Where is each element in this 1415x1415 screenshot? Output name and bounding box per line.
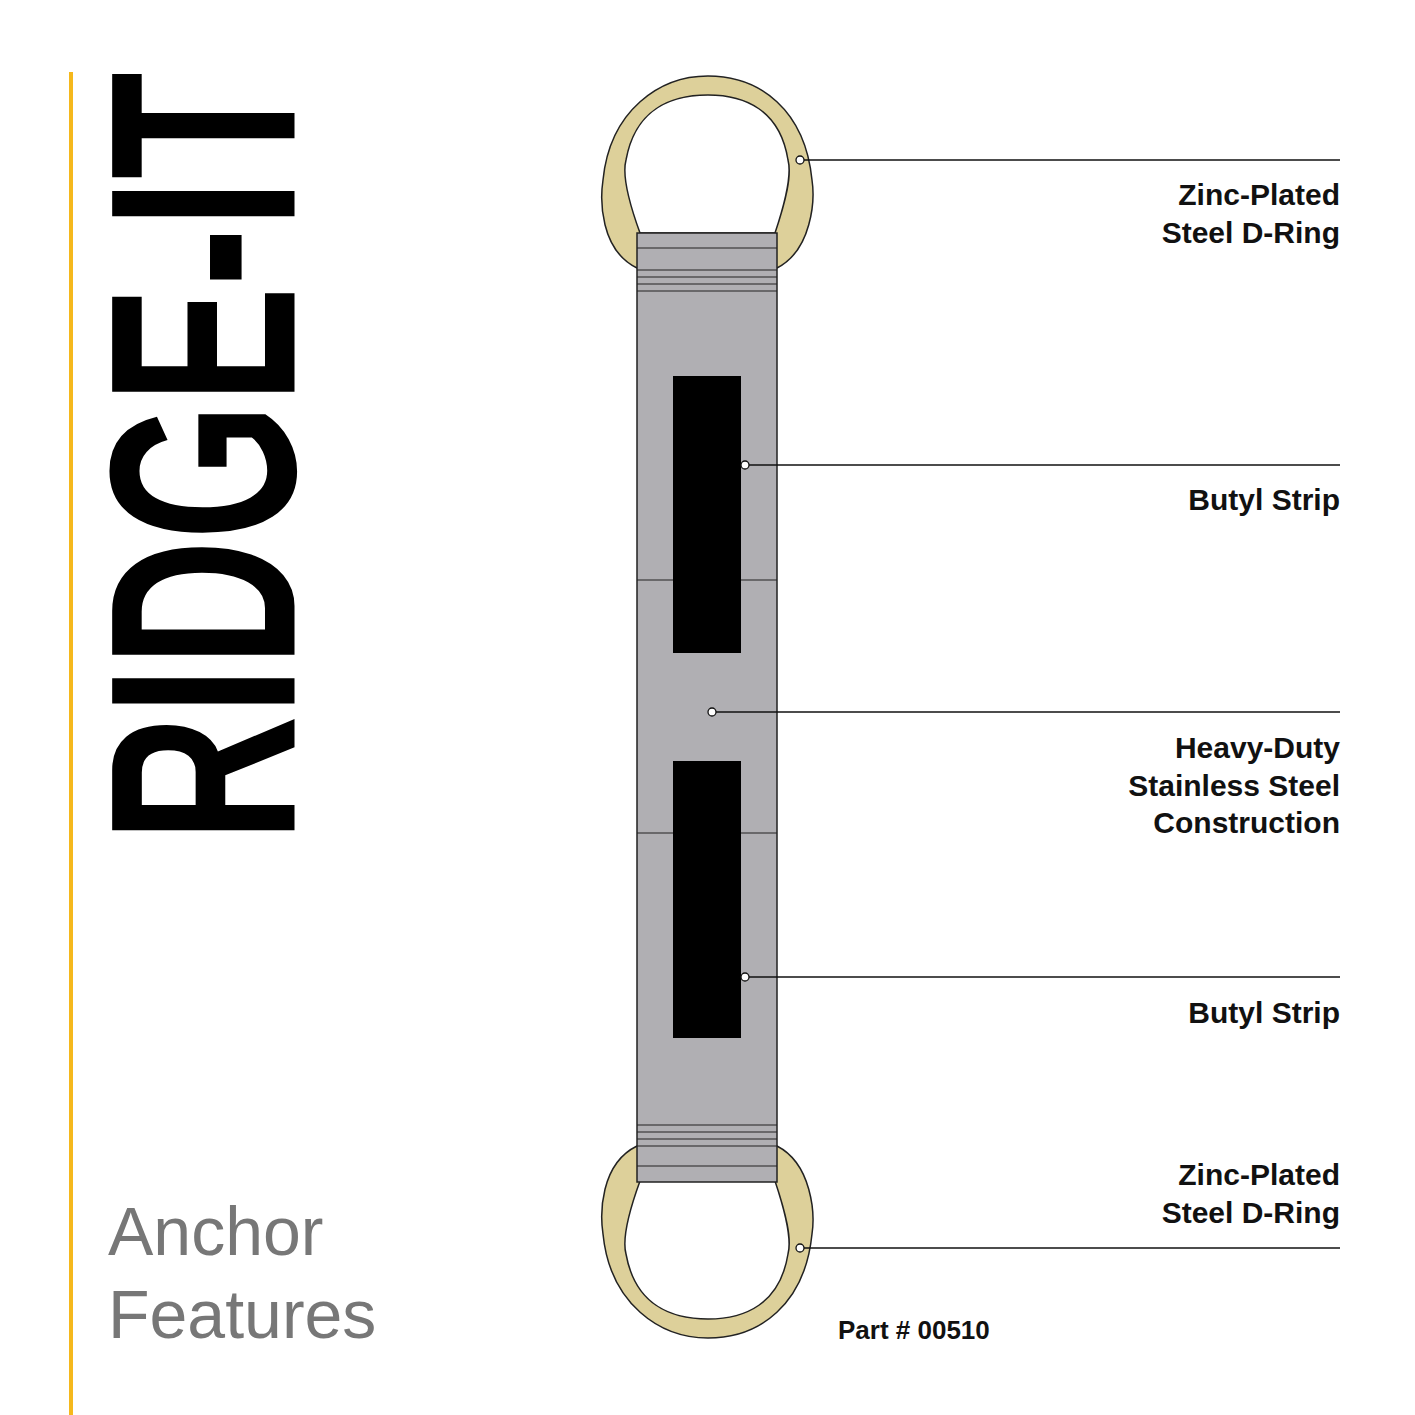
caption-text: Anchor Features xyxy=(108,1190,458,1356)
callout-label: Zinc-Plated Steel D-Ring xyxy=(1120,1156,1340,1231)
callout-label: Butyl Strip xyxy=(1040,994,1340,1032)
butyl-strip xyxy=(673,376,741,653)
callout-label: Zinc-Plated Steel D-Ring xyxy=(1120,176,1340,251)
callout-label: Butyl Strip xyxy=(1040,481,1340,519)
leader-lines xyxy=(716,160,1340,1248)
strap-lines xyxy=(637,248,777,1166)
butyl-strip xyxy=(673,761,741,1038)
brand-title: RIDGE-IT xyxy=(71,72,336,842)
callout-label: Heavy-Duty Stainless Steel Construction xyxy=(1095,729,1340,842)
part-number: Part # 00510 xyxy=(838,1314,990,1346)
steel-strap xyxy=(637,233,777,1182)
leader-dots xyxy=(708,156,804,1252)
